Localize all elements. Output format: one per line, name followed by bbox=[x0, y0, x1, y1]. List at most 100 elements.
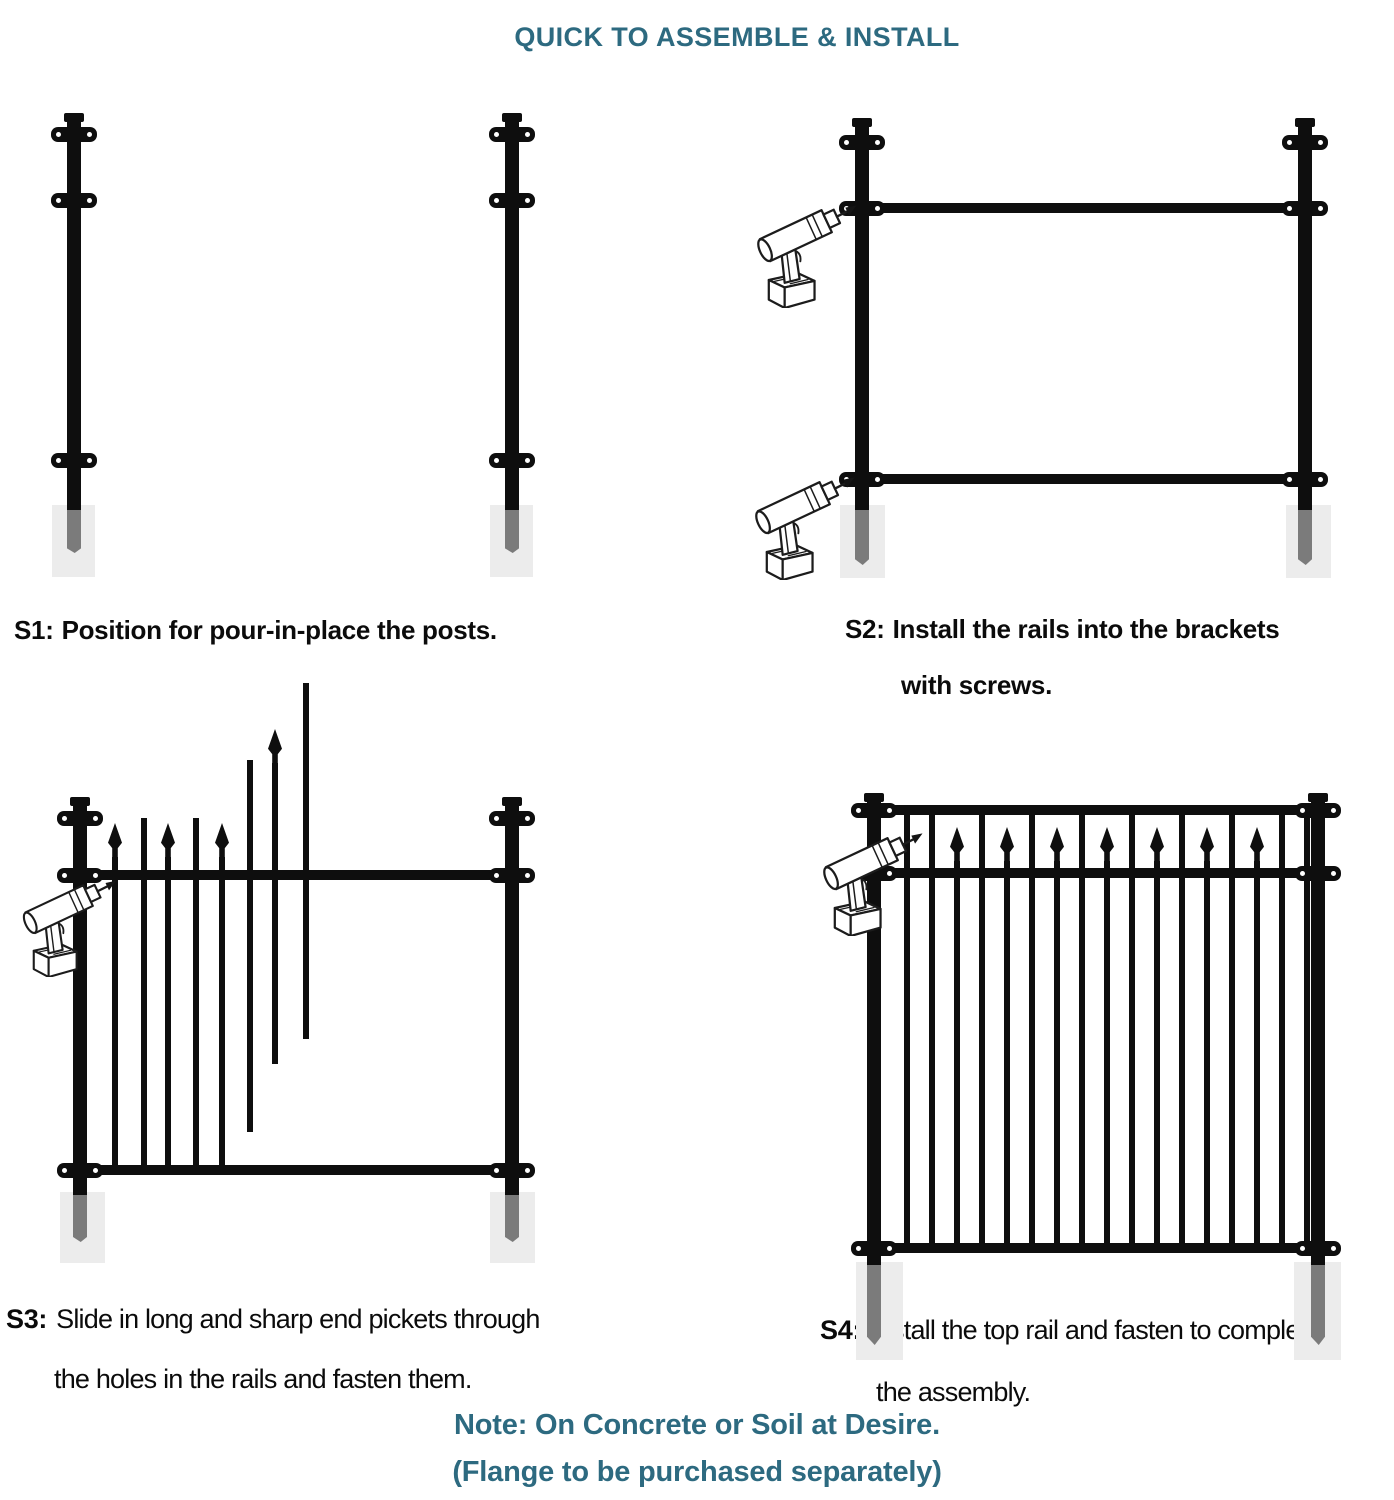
picket bbox=[1004, 861, 1010, 1248]
bracket bbox=[57, 868, 103, 883]
picket bbox=[1054, 861, 1060, 1248]
caption-step4-line1: S4:Install the top rail and fasten to co… bbox=[820, 1314, 1321, 1346]
bracket bbox=[57, 811, 103, 826]
bracket bbox=[851, 1241, 897, 1256]
caption-step1: S1:Position for pour-in-place the posts. bbox=[14, 615, 497, 646]
fence-post bbox=[67, 113, 81, 510]
bracket bbox=[489, 193, 535, 208]
fence-post bbox=[1298, 118, 1312, 510]
bracket bbox=[51, 453, 97, 468]
caption-step4-line2: the assembly. bbox=[876, 1377, 1031, 1407]
picket-spear-tip bbox=[108, 823, 122, 861]
step1-prefix: S1: bbox=[14, 615, 54, 645]
bracket bbox=[57, 1163, 103, 1178]
picket-spear-tip bbox=[1200, 827, 1214, 865]
bracket bbox=[51, 193, 97, 208]
note-line2: (Flange to be purchased separately) bbox=[452, 1456, 942, 1488]
rail bbox=[860, 1243, 1332, 1253]
picket-spear-tip bbox=[950, 827, 964, 865]
post-cap bbox=[864, 793, 884, 802]
page-title: QUICK TO ASSEMBLE & INSTALL bbox=[514, 22, 960, 53]
post-cap bbox=[1295, 118, 1315, 127]
picket-spear-tip bbox=[268, 729, 282, 767]
power-drill-icon bbox=[752, 196, 864, 308]
picket bbox=[1204, 861, 1210, 1248]
post-cap bbox=[70, 797, 90, 806]
bracket bbox=[839, 135, 885, 150]
rail bbox=[66, 870, 526, 880]
bracket bbox=[1295, 866, 1341, 881]
picket bbox=[1279, 810, 1285, 1248]
picket bbox=[1229, 810, 1235, 1248]
post-cap bbox=[1308, 793, 1328, 802]
picket bbox=[979, 810, 985, 1248]
picket bbox=[1079, 810, 1085, 1248]
bracket bbox=[489, 127, 535, 142]
picket bbox=[219, 857, 225, 1174]
fence-post bbox=[505, 113, 519, 510]
picket bbox=[1154, 861, 1160, 1248]
picket bbox=[247, 760, 253, 1132]
picket-spear-tip bbox=[161, 823, 175, 861]
power-drill-icon bbox=[18, 872, 123, 977]
picket bbox=[272, 763, 278, 1064]
caption-step3-line1: S3: Slide in long and sharp end pickets t… bbox=[6, 1303, 540, 1335]
post-underground bbox=[867, 1262, 881, 1345]
picket-spear-tip bbox=[1000, 827, 1014, 865]
picket bbox=[1254, 861, 1260, 1248]
fence-post bbox=[855, 118, 869, 510]
bracket bbox=[1295, 1241, 1341, 1256]
step2-text: Install the rails into the brackets bbox=[892, 614, 1280, 644]
note-line1: Note: On Concrete or Soil at Desire. bbox=[454, 1409, 940, 1441]
step1-text: Position for pour-in-place the posts. bbox=[61, 615, 498, 645]
post-cap bbox=[502, 113, 522, 122]
bracket bbox=[51, 127, 97, 142]
rail bbox=[860, 805, 1332, 815]
post-underground bbox=[1311, 1262, 1325, 1345]
picket bbox=[141, 818, 147, 1174]
post-underground bbox=[73, 1192, 87, 1242]
picket bbox=[193, 818, 199, 1174]
picket bbox=[1304, 810, 1310, 1248]
bracket bbox=[489, 811, 535, 826]
bracket bbox=[489, 1163, 535, 1178]
post-cap bbox=[852, 118, 872, 127]
picket bbox=[303, 683, 309, 1039]
caption-step2-line1: S2:Install the rails into the brackets bbox=[845, 614, 1280, 645]
picket bbox=[112, 857, 118, 1174]
picket bbox=[1129, 810, 1135, 1248]
bracket bbox=[1282, 472, 1328, 487]
picket bbox=[929, 810, 935, 1248]
step2-prefix: S2: bbox=[845, 614, 885, 644]
step4-text: Install the top rail and fasten to compl… bbox=[870, 1315, 1321, 1345]
post-underground bbox=[1298, 507, 1312, 565]
bracket bbox=[851, 803, 897, 818]
picket bbox=[1029, 810, 1035, 1248]
rail bbox=[850, 474, 1317, 484]
picket bbox=[1104, 861, 1110, 1248]
picket bbox=[904, 810, 910, 1248]
fence-post bbox=[505, 797, 519, 1195]
post-underground bbox=[505, 507, 519, 553]
bracket bbox=[1282, 201, 1328, 216]
post-underground bbox=[67, 507, 81, 553]
picket bbox=[165, 857, 171, 1174]
caption-step2-line2: with screws. bbox=[901, 670, 1053, 700]
bracket bbox=[489, 453, 535, 468]
step3-text: Slide in long and sharp end pickets thro… bbox=[56, 1304, 540, 1334]
picket bbox=[954, 861, 960, 1248]
post-cap bbox=[64, 113, 84, 122]
step3-prefix: S3: bbox=[6, 1304, 48, 1334]
picket-spear-tip bbox=[1150, 827, 1164, 865]
bracket bbox=[1295, 803, 1341, 818]
picket bbox=[1179, 810, 1185, 1248]
power-drill-icon bbox=[750, 468, 862, 580]
bracket bbox=[489, 868, 535, 883]
picket-spear-tip bbox=[1100, 827, 1114, 865]
rail bbox=[66, 1165, 526, 1175]
picket-spear-tip bbox=[1050, 827, 1064, 865]
caption-step3-line2: the holes in the rails and fasten them. bbox=[54, 1364, 472, 1394]
rail bbox=[860, 868, 1332, 878]
bracket bbox=[1282, 135, 1328, 150]
